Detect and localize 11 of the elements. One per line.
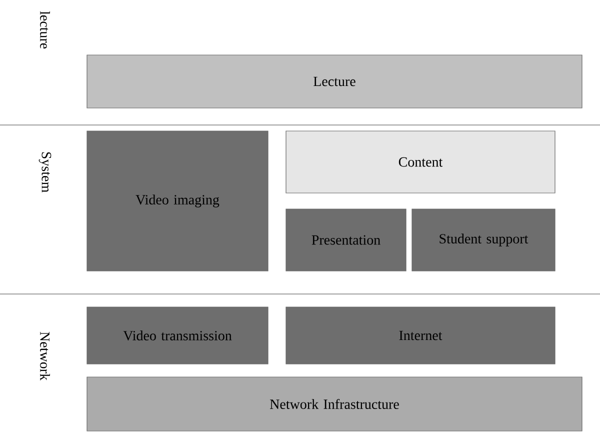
layer-box: Student support [412, 208, 556, 272]
layer-box: Presentation [286, 208, 406, 272]
layer-box: Network Infrastructure [86, 376, 582, 432]
layer-label: Network [40, 332, 50, 380]
layer-label: System [38, 152, 52, 192]
layer-box: Video transmission [86, 306, 268, 364]
layer-box: Video imaging [86, 130, 268, 272]
layer-box: Internet [286, 306, 556, 364]
layer-box: Lecture [86, 54, 582, 108]
layer-box: Content [286, 130, 556, 194]
layer-label: lecture [40, 11, 50, 49]
